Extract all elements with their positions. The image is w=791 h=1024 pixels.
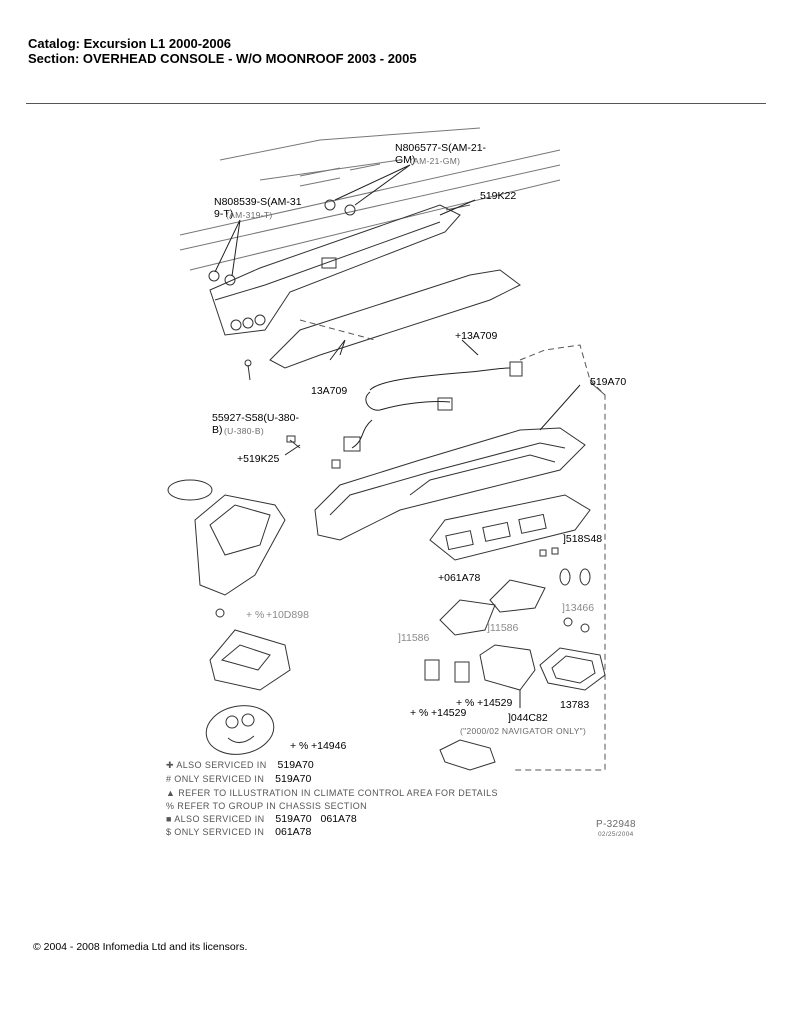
- callout-044c82: ]044C82: [508, 712, 548, 724]
- callout-arrows: [214, 164, 581, 708]
- callout-n806577-line1: N806577-S(AM-21-: [395, 142, 487, 154]
- callout-14946: +14946: [311, 740, 347, 752]
- legend-row-also-serviced-two: ■ ALSO SERVICED IN 519A70 061A78: [166, 814, 357, 825]
- callout-n808539-handwritten: (AM-319-T): [226, 210, 273, 220]
- legend-row2-text: # ONLY SERVICED IN: [166, 774, 265, 784]
- headliner-panel: [269, 269, 521, 369]
- callout-11586-mid: ]11586: [487, 622, 519, 634]
- legend-row1-part: 519A70: [277, 759, 314, 771]
- legend-row5-part2: 061A78: [320, 813, 357, 825]
- lens-mid: [489, 579, 546, 613]
- callout-14529-left: +14529: [431, 707, 467, 719]
- bezel-left: [194, 494, 286, 596]
- legend-row-chassis-section: % REFER TO GROUP IN CHASSIS SECTION: [166, 801, 367, 812]
- legend-row4-text: % REFER TO GROUP IN CHASSIS SECTION: [166, 801, 368, 811]
- socket-left: [424, 659, 440, 681]
- callout-10d898: +10D898: [266, 609, 309, 621]
- callout-55927-line1: 55927-S58(U-380-: [212, 412, 299, 424]
- legend-row2-part: 519A70: [275, 773, 312, 785]
- page-header: Catalog: Excursion L1 2000-2006 Section:…: [28, 36, 417, 66]
- callout-519a70: 519A70: [590, 376, 627, 388]
- callout-13a709-left: 13A709: [311, 385, 348, 397]
- legend-row-climate-control: ▲ REFER TO ILLUSTRATION IN CLIMATE CONTR…: [166, 788, 498, 799]
- callout-14529-mid: +14529: [477, 697, 513, 709]
- wiring-harness: [351, 367, 511, 449]
- callout-518s48: ]518S48: [563, 533, 603, 545]
- callout-14529-mid-prefix: + %: [456, 697, 475, 709]
- callout-13a709-top: +13A709: [455, 330, 498, 342]
- cover-14946: [205, 705, 275, 755]
- callout-n808539-line2: 9-T): [214, 208, 234, 220]
- bracket-519k22: [209, 204, 461, 336]
- callout-13466: ]13466: [562, 602, 595, 614]
- leader-lines: [299, 319, 606, 771]
- console-housing: [314, 427, 586, 541]
- drawing-number: P-32948: [596, 819, 636, 830]
- legend-row6-text: $ ONLY SERVICED IN: [166, 827, 265, 837]
- copyright-footer: © 2004 - 2008 Infomedia Ltd and its lice…: [33, 941, 248, 953]
- callout-519k22: 519K22: [480, 190, 517, 202]
- legend-row5-text: ■ ALSO SERVICED IN: [166, 814, 265, 824]
- callout-14946-prefix: + %: [290, 740, 309, 752]
- callout-55927-handwritten: (U-380-B): [224, 426, 265, 436]
- oval-cover: [167, 479, 213, 501]
- callout-11586-left: ]11586: [398, 632, 430, 644]
- legend-row-only-serviced-519a70: # ONLY SERVICED IN 519A70: [166, 774, 311, 785]
- legend-row6-part: 061A78: [275, 826, 312, 838]
- legend-row-also-serviced-519a70: ✚ ALSO SERVICED IN 519A70: [166, 760, 314, 771]
- callout-n808539-line1: N808539-S(AM-31: [214, 196, 302, 208]
- bulbs: [559, 568, 591, 633]
- fasteners: [208, 199, 559, 557]
- legend-row3-text: ▲ REFER TO ILLUSTRATION IN CLIMATE CONTR…: [166, 788, 498, 798]
- tray-044c82: [479, 644, 536, 691]
- lamp-tray: [429, 494, 591, 561]
- legend-row1-text: ✚ ALSO SERVICED IN: [166, 760, 267, 770]
- callout-n806577-line2: GM): [395, 154, 416, 166]
- lens-left: [439, 599, 496, 636]
- callout-13783: 13783: [560, 699, 590, 711]
- callout-navigator-note: ("2000/02 NAVIGATOR ONLY"): [460, 726, 587, 736]
- callout-14529-left-prefix: + %: [410, 707, 429, 719]
- header-divider: [26, 103, 766, 104]
- navigator-part: [439, 739, 496, 771]
- module-10d898: [209, 608, 291, 691]
- callout-n806577-handwritten: (AM-21-GM): [410, 156, 461, 166]
- catalog-title: Catalog: Excursion L1 2000-2006: [28, 36, 232, 51]
- legend-row-only-serviced-061a78: $ ONLY SERVICED IN 061A78: [166, 827, 311, 838]
- drawing-date: 02/25/2004: [598, 831, 634, 838]
- roof-structure: [179, 127, 561, 271]
- callout-55927-line2: B): [212, 424, 223, 436]
- callout-519k25: +519K25: [237, 453, 280, 465]
- legend-row5-part: 519A70: [275, 813, 312, 825]
- gasket-13783: [539, 647, 606, 691]
- section-title: Section: OVERHEAD CONSOLE - W/O MOONROOF…: [28, 51, 417, 66]
- callout-10d898-prefix: + %: [246, 609, 265, 621]
- socket-mid: [454, 661, 470, 683]
- callout-061a78: +061A78: [438, 572, 481, 584]
